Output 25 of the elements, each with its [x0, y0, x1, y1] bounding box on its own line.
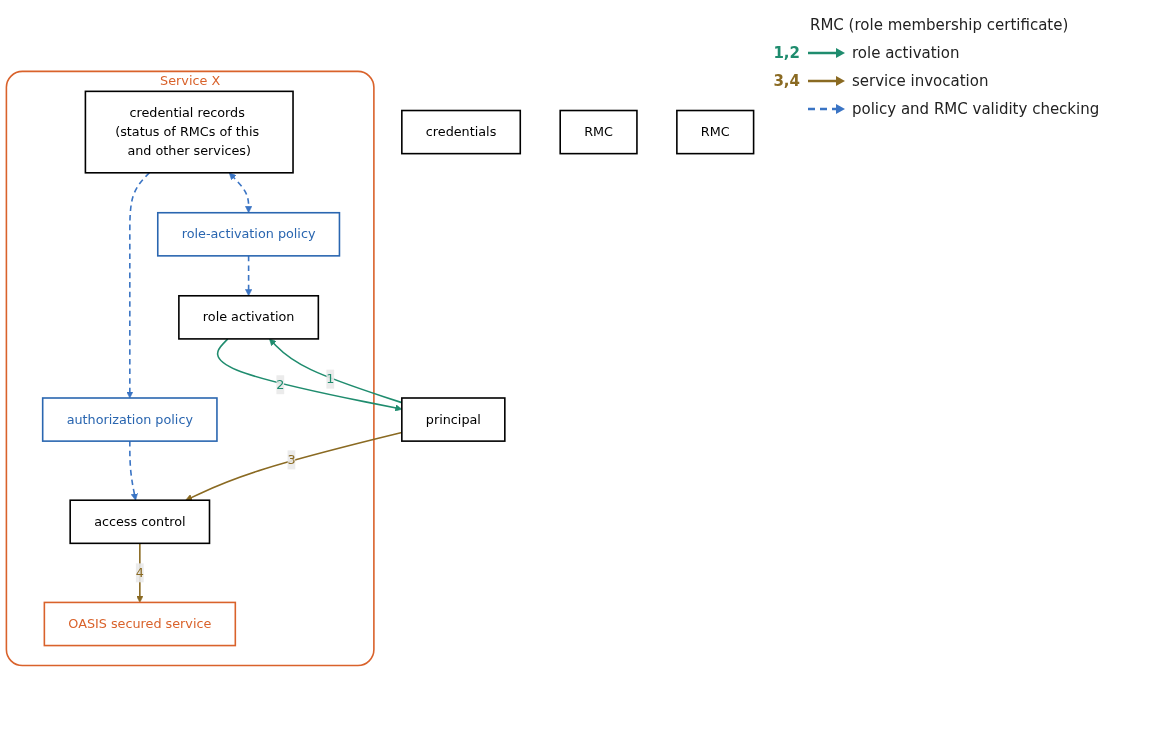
arrow [229, 172, 253, 214]
edge-label: 1 [326, 371, 335, 387]
node-box: role activation [178, 295, 320, 340]
legend-text: service invocation [852, 72, 989, 90]
arrow [136, 542, 144, 603]
legend-number: 1,2 [772, 44, 800, 62]
node-box: RMC [676, 109, 755, 155]
legend-text: role activation [852, 44, 960, 62]
legend-number: 3,4 [772, 72, 800, 90]
node-box: RMC [559, 109, 638, 155]
arrow [126, 172, 151, 399]
node-box: credential records (status of RMCs of this and other services) [84, 90, 294, 174]
node-box: credentials [401, 109, 522, 155]
edge-label: 2 [276, 376, 285, 393]
arrow [129, 440, 138, 501]
node-box: OASIS secured service [43, 601, 237, 647]
node-box: access control [69, 499, 211, 545]
arrow [245, 255, 253, 297]
legend-heading: RMC (role membership certificate) [810, 16, 1070, 34]
legend-text: policy and RMC validity checking [852, 100, 1100, 118]
node-box: principal [401, 397, 506, 442]
edge-label: 3 [287, 452, 296, 468]
node-box: authorization policy [41, 397, 218, 442]
edge-label: 4 [135, 564, 144, 581]
node-box: role-activation policy [156, 212, 341, 257]
